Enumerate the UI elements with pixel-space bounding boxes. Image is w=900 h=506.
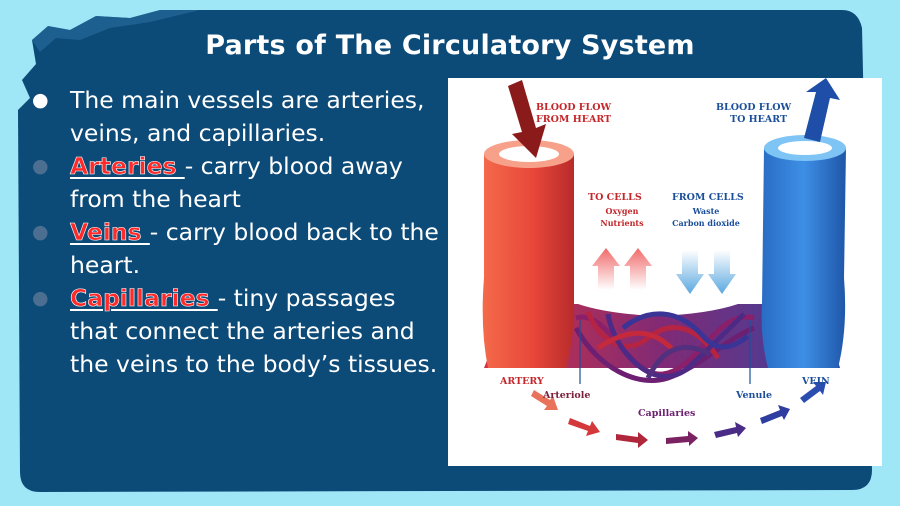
from-cells-arrow <box>676 250 704 294</box>
term-veins: Veins <box>70 218 150 247</box>
flow-out-arrow <box>804 78 840 142</box>
label-flow-from-heart-1: BLOOD FLOW <box>536 102 612 113</box>
flow-arrow <box>666 431 698 446</box>
circulation-diagram: BLOOD FLOW FROM HEART TO CELLS ARTERY Ox… <box>448 78 882 466</box>
bullet-dot: ● <box>32 287 49 309</box>
bullet-main-vessels: ● The main vessels are arteries, veins, … <box>30 84 450 150</box>
term-capillaries: Capillaries <box>70 284 218 313</box>
vein-lumen <box>778 141 832 155</box>
capillary-network <box>573 311 755 384</box>
bullet-capillaries: ● Capillaries - tiny passages that conne… <box>30 282 450 381</box>
bullet-text: - carry blood back to the heart. <box>70 218 439 279</box>
label-flow-to-heart-2: TO HEART <box>730 114 787 125</box>
label-venule: Venule <box>735 390 772 401</box>
label-arteriole: Arteriole <box>542 390 590 401</box>
vein-tube <box>761 148 846 368</box>
flow-arrow <box>568 418 600 436</box>
label-artery: ARTERY <box>499 376 544 387</box>
bullet-list: ● The main vessels are arteries, veins, … <box>30 84 450 381</box>
flow-arrow <box>531 390 558 410</box>
bullet-arteries: ● Arteries - carry blood away from the h… <box>30 150 450 216</box>
bullet-dot: ● <box>32 89 49 111</box>
label-oxygen: Oxygen <box>606 206 639 216</box>
bullet-text: - tiny passages that connect the arterie… <box>70 284 438 378</box>
bullet-text: - carry blood away from the heart <box>70 152 403 213</box>
label-flow-from-heart-2: FROM HEART <box>536 114 611 125</box>
label-carbon-dioxide: Carbon dioxide <box>672 218 740 228</box>
flow-arrow <box>714 422 746 438</box>
term-arteries: Arteries <box>70 152 185 181</box>
torn-edge <box>32 10 200 52</box>
label-waste: Waste <box>692 206 720 216</box>
label-nutrients: Nutrients <box>600 218 644 228</box>
artery-lumen <box>499 146 559 162</box>
bullet-text: The main vessels are arteries, veins, an… <box>70 86 425 147</box>
slide-title: Parts of The Circulatory System <box>205 30 695 61</box>
flow-in-arrow <box>508 80 546 158</box>
label-from-cells: FROM CELLS <box>672 192 744 203</box>
flow-arrow <box>800 382 826 403</box>
flow-arrow <box>616 432 648 448</box>
bullet-dot: ● <box>32 155 49 177</box>
bullet-dot: ● <box>32 221 49 243</box>
label-capillaries: Capillaries <box>638 408 695 419</box>
label-to-cells: TO CELLS <box>588 192 642 203</box>
flow-arrow <box>760 405 790 424</box>
bottom-flow-arrows <box>531 382 826 448</box>
bullet-veins: ● Veins - carry blood back to the heart. <box>30 216 450 282</box>
label-vein: VEIN <box>801 376 830 387</box>
from-cells-arrow <box>708 250 736 294</box>
to-cells-arrow <box>624 248 652 290</box>
artery-tube <box>482 154 574 368</box>
to-cells-arrow <box>592 248 620 290</box>
label-flow-to-heart-1: BLOOD FLOW <box>716 102 792 113</box>
